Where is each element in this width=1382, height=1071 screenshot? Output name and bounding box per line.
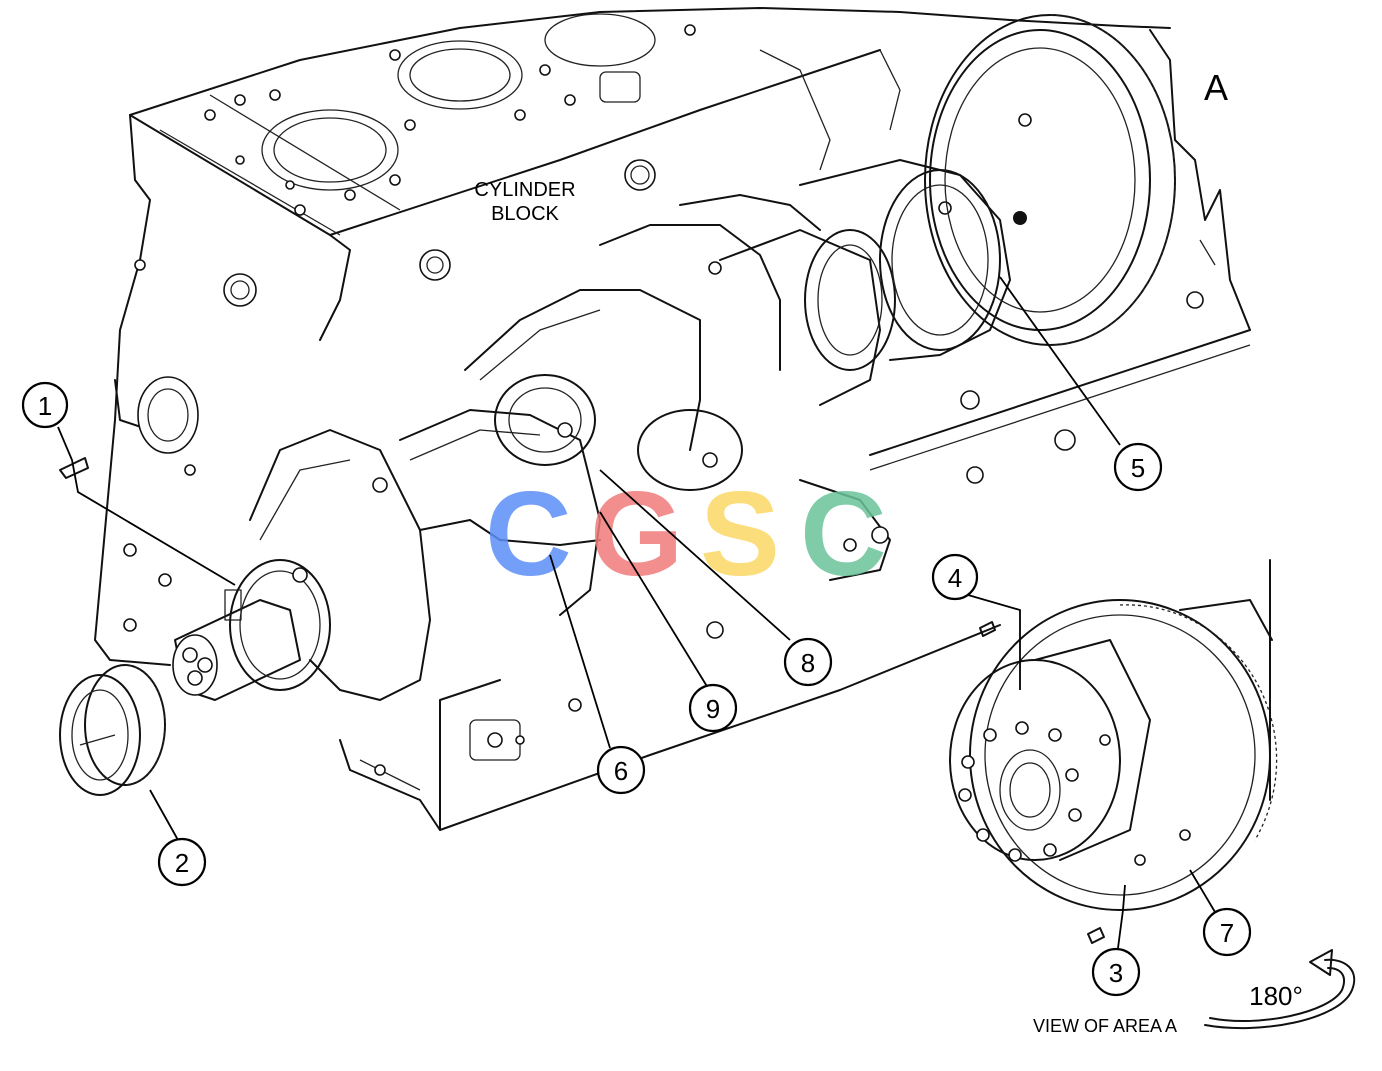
rotation-arrow — [1204, 949, 1355, 1030]
callout-2: 2 — [157, 837, 207, 887]
bolt-part-3 — [1087, 927, 1105, 944]
watermark-letter-c2: C — [800, 467, 887, 601]
callout-number: 1 — [38, 391, 52, 421]
woodruff-key — [59, 457, 89, 479]
callout-number: 2 — [175, 848, 189, 878]
callout-number: 8 — [801, 648, 815, 678]
callout-3: 3 — [1091, 947, 1141, 997]
view-of-area-label: VIEW OF AREA A — [1033, 1016, 1177, 1036]
callout-number: 7 — [1220, 918, 1234, 948]
callout-number: 4 — [948, 563, 962, 593]
watermark-letter-g: G — [590, 467, 683, 601]
callout-9: 9 — [688, 683, 738, 733]
callout-number: 9 — [706, 694, 720, 724]
callout-1: 1 — [21, 381, 69, 429]
dowel-part-4 — [979, 621, 996, 637]
callout-number: 5 — [1131, 453, 1145, 483]
callout-4: 4 — [931, 553, 979, 601]
watermark-letter-s: S — [700, 467, 780, 601]
cylinder-block-label-line2: BLOCK — [491, 203, 559, 225]
callout-7: 7 — [1202, 907, 1252, 957]
rotation-label: 180° — [1249, 981, 1303, 1011]
callout-6: 6 — [596, 745, 646, 795]
cgsc-watermark: C G S C — [485, 467, 887, 601]
cylinder-block-label-line1: CYLINDER — [474, 179, 575, 201]
callout-number: 3 — [1109, 958, 1123, 988]
callout-number: 6 — [614, 756, 628, 786]
view-area-a-inset — [949, 559, 1278, 911]
crankshaft — [172, 14, 1176, 701]
callout-5: 5 — [1113, 442, 1163, 492]
leader-lines — [57, 276, 1216, 949]
callout-8: 8 — [783, 637, 833, 687]
cylinder-block — [94, 7, 1251, 831]
crankshaft-gear — [59, 664, 166, 796]
area-a-label: A — [1204, 67, 1228, 108]
